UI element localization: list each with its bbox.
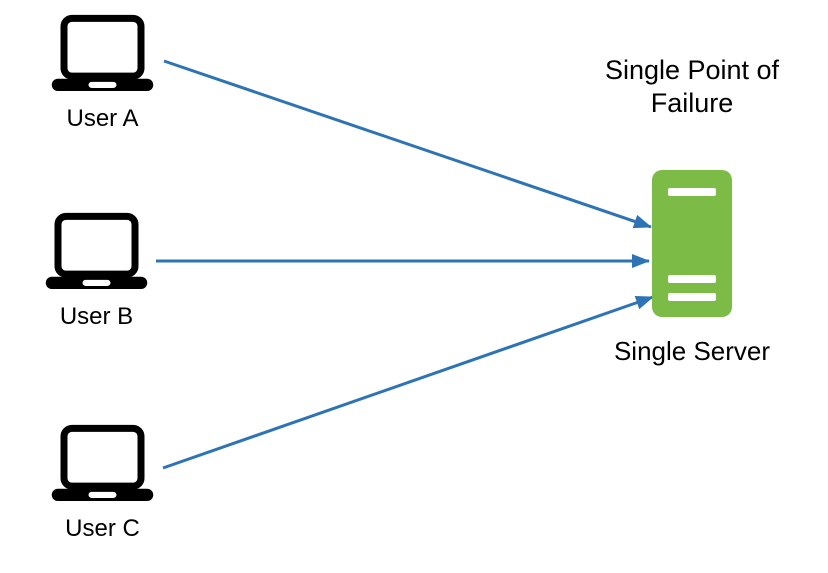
arrow-user-a-to-server (163, 59, 652, 229)
user-label: User C (65, 515, 140, 542)
server-slot-bar (668, 293, 716, 301)
server-label: Single Server (613, 336, 771, 366)
laptop-icon (51, 14, 154, 91)
laptop-icon (45, 212, 148, 289)
server-slot-bar (668, 275, 716, 283)
arrow-user-c-to-server (162, 295, 654, 470)
user-node-b: User B (44, 212, 149, 331)
laptop-icon (51, 424, 154, 501)
server-tower-icon (652, 170, 732, 317)
diagram-title: Single Point of Failure (604, 55, 780, 118)
user-node-a: User A (50, 14, 155, 133)
user-node-c: User C (50, 424, 155, 543)
user-label: User B (59, 303, 134, 330)
user-label: User A (66, 105, 139, 132)
server-slot-bar (668, 188, 716, 196)
